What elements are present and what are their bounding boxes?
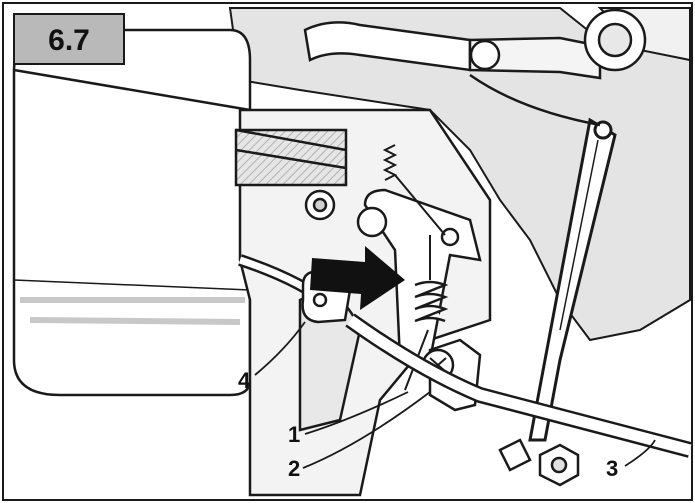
callout-2: 2 bbox=[288, 456, 300, 481]
callout-4: 4 bbox=[238, 368, 251, 393]
figure-label-box: 6.7 bbox=[13, 13, 125, 65]
figure-label: 6.7 bbox=[48, 24, 90, 57]
lower-nut bbox=[498, 438, 580, 487]
governor-plate bbox=[356, 188, 482, 362]
top-bracket bbox=[303, 8, 647, 80]
fuel-tank bbox=[12, 28, 252, 397]
callout-leaders bbox=[254, 321, 656, 469]
callout-1: 1 bbox=[288, 422, 300, 447]
spring-upper bbox=[382, 144, 446, 236]
callout-3: 3 bbox=[606, 456, 618, 481]
direction-arrow bbox=[310, 246, 405, 310]
control-lever bbox=[469, 73, 617, 442]
